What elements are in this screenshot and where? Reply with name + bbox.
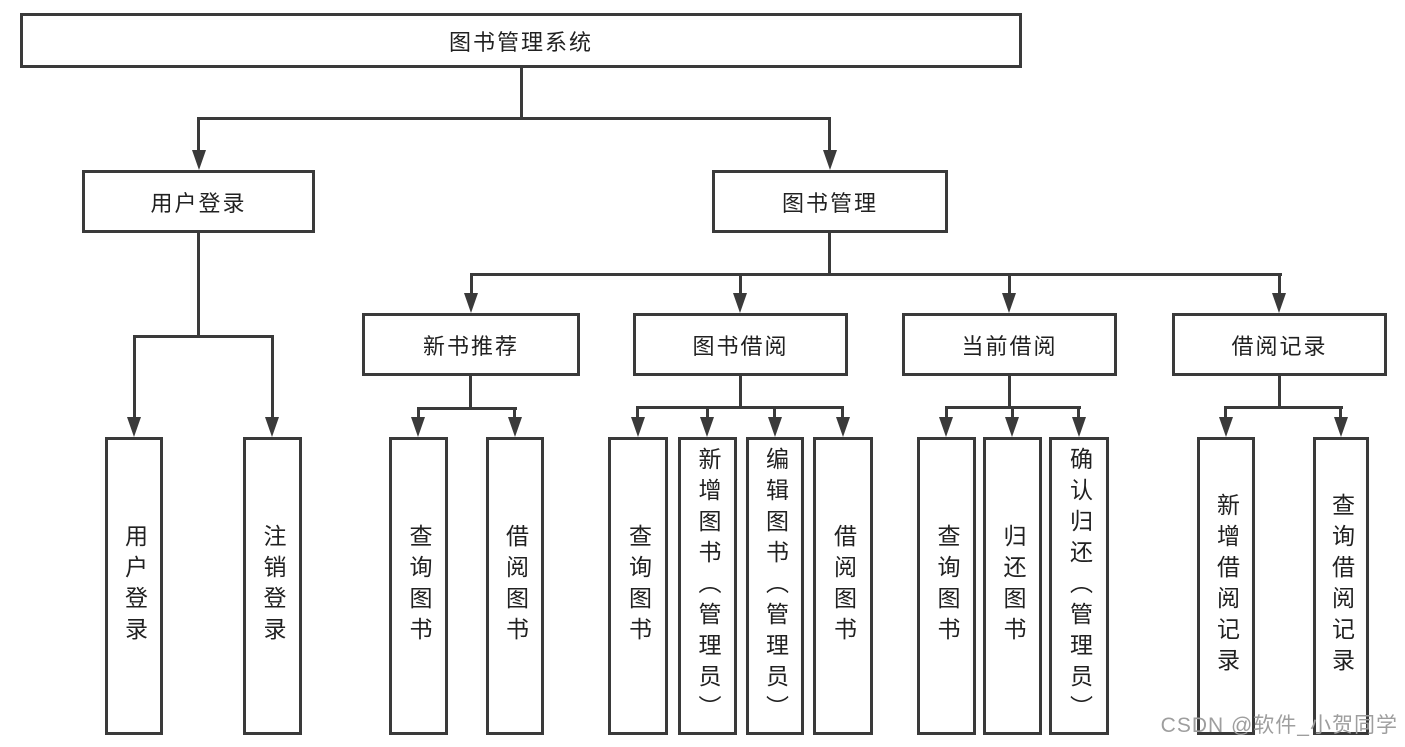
node-label: 查询图书 <box>934 524 960 648</box>
node-label: 借阅记录 <box>1231 333 1328 359</box>
node-label: 图书管理系统 <box>448 29 593 55</box>
connector-line <box>1278 273 1281 297</box>
node-book-management: 图书管理 <box>712 170 948 233</box>
connector-line <box>841 406 844 420</box>
arrow-down-icon <box>265 417 279 437</box>
connector-line <box>470 273 1282 276</box>
leaf-query-borrow-record: 查询借阅记录 <box>1313 437 1369 735</box>
leaf-return-books: 归还图书 <box>983 437 1042 735</box>
connector-line <box>133 335 274 338</box>
connector-line <box>513 407 516 421</box>
arrow-down-icon <box>508 417 522 437</box>
leaf-confirm-return-admin: 确认归还（管理员） <box>1049 437 1109 735</box>
arrow-down-icon <box>1072 417 1086 437</box>
node-label: 当前借阅 <box>961 333 1058 359</box>
connector-line <box>1339 406 1342 420</box>
leaf-borrow-books-recommend: 借阅图书 <box>486 437 544 735</box>
connector-line <box>1077 406 1080 420</box>
node-current-borrowing: 当前借阅 <box>902 313 1117 376</box>
connector-line <box>739 376 742 406</box>
node-label: 用户登录 <box>150 190 247 216</box>
arrow-down-icon <box>733 293 747 313</box>
leaf-edit-books-admin: 编辑图书（管理员） <box>746 437 804 735</box>
connector-line <box>1008 376 1011 406</box>
connector-line <box>1224 406 1343 409</box>
arrow-down-icon <box>127 417 141 437</box>
leaf-query-books-borrow: 查询图书 <box>608 437 668 735</box>
connector-line <box>945 406 948 420</box>
node-label: 新增图书（管理员） <box>695 446 721 726</box>
arrow-down-icon <box>192 150 206 170</box>
connector-line <box>470 273 473 297</box>
leaf-borrow-books: 借阅图书 <box>813 437 873 735</box>
arrow-down-icon <box>1005 417 1019 437</box>
connector-line <box>739 273 742 297</box>
connector-line <box>197 117 200 153</box>
node-label: 借阅图书 <box>502 524 529 648</box>
node-new-book-recommendation: 新书推荐 <box>362 313 580 376</box>
node-borrowing-records: 借阅记录 <box>1172 313 1387 376</box>
connector-line <box>1224 406 1227 420</box>
arrow-down-icon <box>836 417 850 437</box>
arrow-down-icon <box>1219 417 1233 437</box>
leaf-user-login: 用户登录 <box>105 437 163 735</box>
connector-line <box>417 407 420 421</box>
connector-line <box>773 406 776 420</box>
leaf-query-books-recommend: 查询图书 <box>389 437 448 735</box>
connector-line <box>1008 273 1011 297</box>
node-book-borrowing: 图书借阅 <box>633 313 848 376</box>
connector-line <box>1011 406 1014 420</box>
arrow-down-icon <box>939 417 953 437</box>
arrow-down-icon <box>768 417 782 437</box>
connector-line <box>271 335 274 420</box>
node-label: 编辑图书（管理员） <box>762 446 789 726</box>
node-label: 查询借阅记录 <box>1328 493 1355 679</box>
connector-line <box>520 68 523 117</box>
node-label: 查询图书 <box>406 524 432 648</box>
node-label: 新书推荐 <box>422 333 519 359</box>
connector-line <box>197 117 831 120</box>
connector-line <box>469 376 472 407</box>
arrow-down-icon <box>411 417 425 437</box>
arrow-down-icon <box>1334 417 1348 437</box>
node-label: 用户登录 <box>121 524 148 648</box>
node-label: 图书管理 <box>781 190 878 216</box>
node-label: 注销登录 <box>260 524 286 648</box>
arrow-down-icon <box>631 417 645 437</box>
node-label: 图书借阅 <box>692 333 789 359</box>
arrow-down-icon <box>700 417 714 437</box>
connector-line <box>417 407 517 410</box>
connector-line <box>197 233 200 335</box>
connector-line <box>1278 376 1281 406</box>
connector-line <box>636 406 639 420</box>
arrow-down-icon <box>823 150 837 170</box>
arrow-down-icon <box>1272 293 1286 313</box>
node-label: 查询图书 <box>625 524 652 648</box>
connector-line <box>133 335 136 420</box>
arrow-down-icon <box>1002 293 1016 313</box>
node-label: 确认归还（管理员） <box>1066 446 1093 726</box>
csdn-watermark: CSDN @软件_小贺同学 <box>1160 714 1398 737</box>
connector-line <box>828 233 831 273</box>
connector-line <box>706 406 709 420</box>
node-user-login: 用户登录 <box>82 170 315 233</box>
leaf-add-borrow-record: 新增借阅记录 <box>1197 437 1255 735</box>
node-label: 新增借阅记录 <box>1213 493 1240 679</box>
node-library-system-root: 图书管理系统 <box>20 13 1022 68</box>
node-label: 借阅图书 <box>830 524 857 648</box>
connector-line <box>636 406 844 409</box>
connector-line <box>828 117 831 153</box>
leaf-add-books-admin: 新增图书（管理员） <box>678 437 737 735</box>
arrow-down-icon <box>464 293 478 313</box>
leaf-query-books-current: 查询图书 <box>917 437 976 735</box>
leaf-logout: 注销登录 <box>243 437 302 735</box>
node-label: 归还图书 <box>1000 524 1026 648</box>
